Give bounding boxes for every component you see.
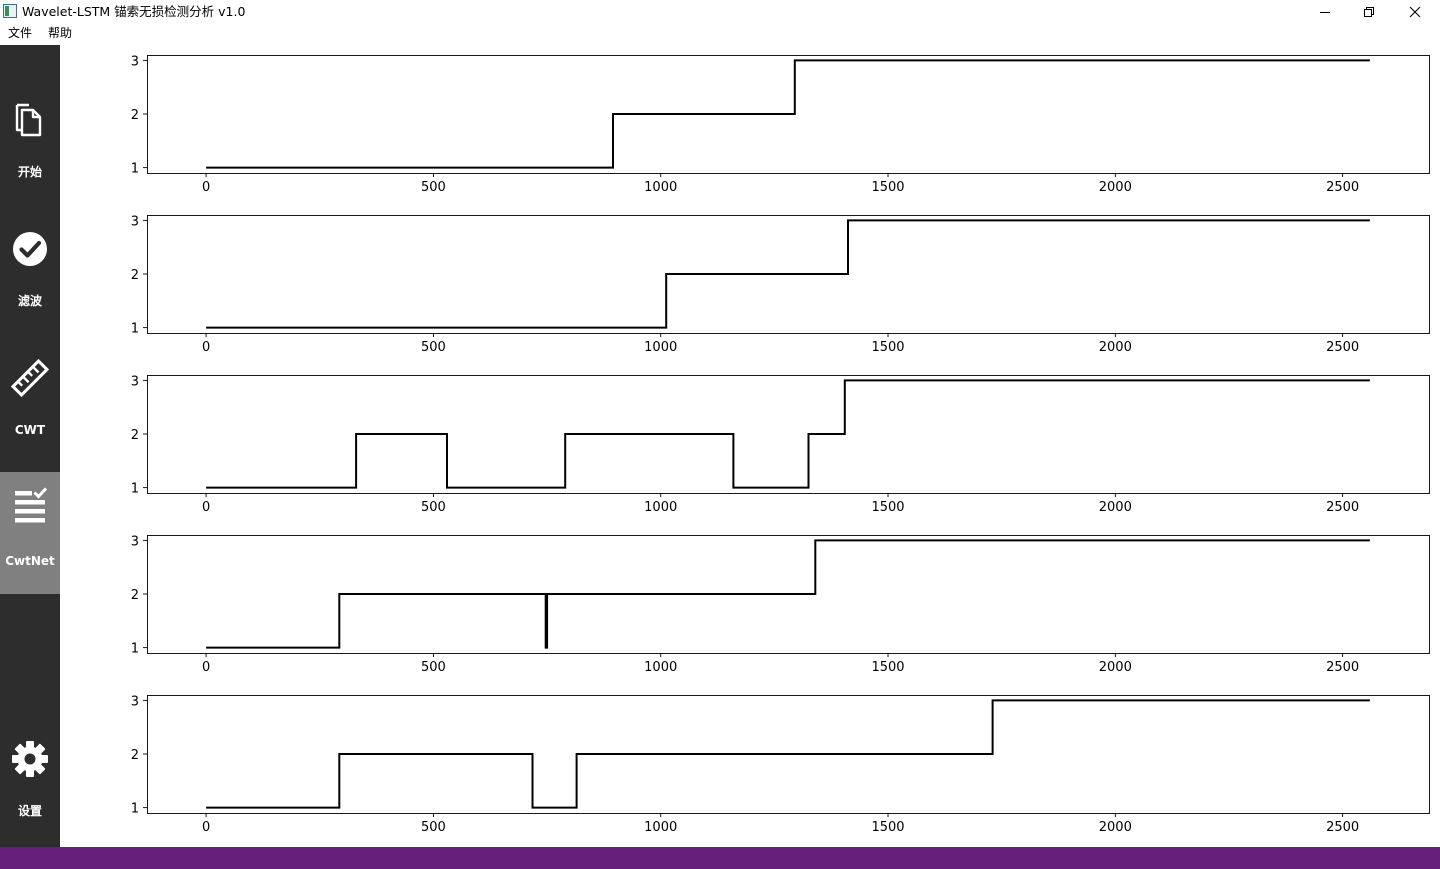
series-line-1 [206,539,1370,649]
menu-bar: 文件 帮助 [0,23,1440,44]
restore-button[interactable] [1346,0,1392,23]
minimize-icon [1320,11,1330,13]
x-tick-label: 2000 [1099,180,1132,195]
y-tick-label: 1 [131,322,139,337]
x-tick-label: 0 [202,660,210,675]
ruler-icon [11,359,49,397]
x-tick-label: 1000 [644,820,677,835]
x-tick-label: 2500 [1326,820,1359,835]
x-tick-label: 2500 [1326,500,1359,515]
y-tick-label: 2 [131,588,139,603]
restore-icon [1364,6,1374,17]
sidebar: 开始 滤波 CWT CwtNet [0,45,60,847]
subplot-2: 0 500 1000 1500 2000 2500 1 2 3 [131,214,1430,355]
minimize-button[interactable] [1302,0,1348,23]
nav-start[interactable]: 开始 [0,68,60,190]
y-tick-label: 2 [131,748,139,763]
window-title: Wavelet-LSTM 锚索无损检测分析 v1.0 [22,4,246,19]
subplot-3: 0 500 1000 1500 2000 2500 1 2 3 [131,374,1430,515]
close-button[interactable] [1392,0,1438,23]
nav-filter[interactable]: 滤波 [0,197,60,319]
nav-label-filter: 滤波 [17,294,42,308]
nav-label-settings: 设置 [17,804,42,818]
series-line-1 [206,699,1370,809]
x-tick-label: 2000 [1099,500,1132,515]
x-tick-label: 1500 [871,820,904,835]
x-tick-label: 0 [202,340,210,355]
x-tick-label: 1000 [644,340,677,355]
subplot-1: 0 500 1000 1500 2000 2500 1 2 3 [131,54,1430,195]
y-tick-label: 1 [131,482,139,497]
x-tick-label: 1500 [871,340,904,355]
nav-cwt[interactable]: CWT [0,326,60,448]
y-tick-label: 3 [131,374,139,389]
nav-settings[interactable]: 设置 [0,707,60,829]
close-icon [1409,6,1421,17]
x-tick-label: 1500 [871,180,904,195]
x-tick-label: 500 [421,180,446,195]
x-tick-label: 500 [421,660,446,675]
x-tick-label: 0 [202,180,210,195]
nav-cwtnet[interactable]: CwtNet [0,472,60,594]
axes-frame [147,375,1430,494]
subplot-4: 0 500 1000 1500 2000 2500 1 2 3 [131,534,1430,675]
x-tick-label: 2500 [1326,660,1359,675]
x-tick-label: 1500 [871,660,904,675]
x-tick-label: 500 [421,500,446,515]
y-tick-label: 2 [131,428,139,443]
nav-label-start: 开始 [17,165,42,179]
x-tick-label: 2000 [1099,340,1132,355]
y-tick-label: 3 [131,534,139,549]
status-bar [0,847,1440,869]
menu-file[interactable]: 文件 [8,26,33,40]
y-tick-label: 2 [131,108,139,123]
y-tick-label: 3 [131,694,139,709]
y-tick-label: 3 [131,214,139,229]
title-bar: Wavelet-LSTM 锚索无损检测分析 v1.0 [0,0,1440,23]
x-tick-label: 1000 [644,180,677,195]
y-tick-label: 1 [131,802,139,817]
gear-icon [12,741,48,777]
y-tick-label: 2 [131,268,139,283]
document-icon [15,103,42,137]
series-line-1 [206,379,1370,489]
x-tick-label: 1000 [644,500,677,515]
x-tick-label: 0 [202,820,210,835]
x-tick-label: 2000 [1099,660,1132,675]
series-line-1 [206,219,1370,329]
y-tick-label: 3 [131,54,139,69]
series-line-1 [206,59,1370,169]
x-tick-label: 2500 [1326,340,1359,355]
x-tick-label: 1000 [644,660,677,675]
check-circle-icon [13,232,47,266]
app-icon [3,4,17,18]
y-tick-label: 1 [131,162,139,177]
x-tick-label: 0 [202,500,210,515]
nav-label-cwt: CWT [14,423,46,437]
x-tick-label: 500 [421,340,446,355]
menu-help[interactable]: 帮助 [48,26,73,40]
x-tick-label: 2000 [1099,820,1132,835]
subplot-5: 0 500 1000 1500 2000 2500 1 2 3 [131,694,1430,835]
y-tick-label: 1 [131,642,139,657]
x-tick-label: 500 [421,820,446,835]
x-tick-label: 1500 [871,500,904,515]
nav-label-cwtnet: CwtNet [5,554,55,568]
checklist-icon [15,487,48,523]
x-tick-label: 2500 [1326,180,1359,195]
